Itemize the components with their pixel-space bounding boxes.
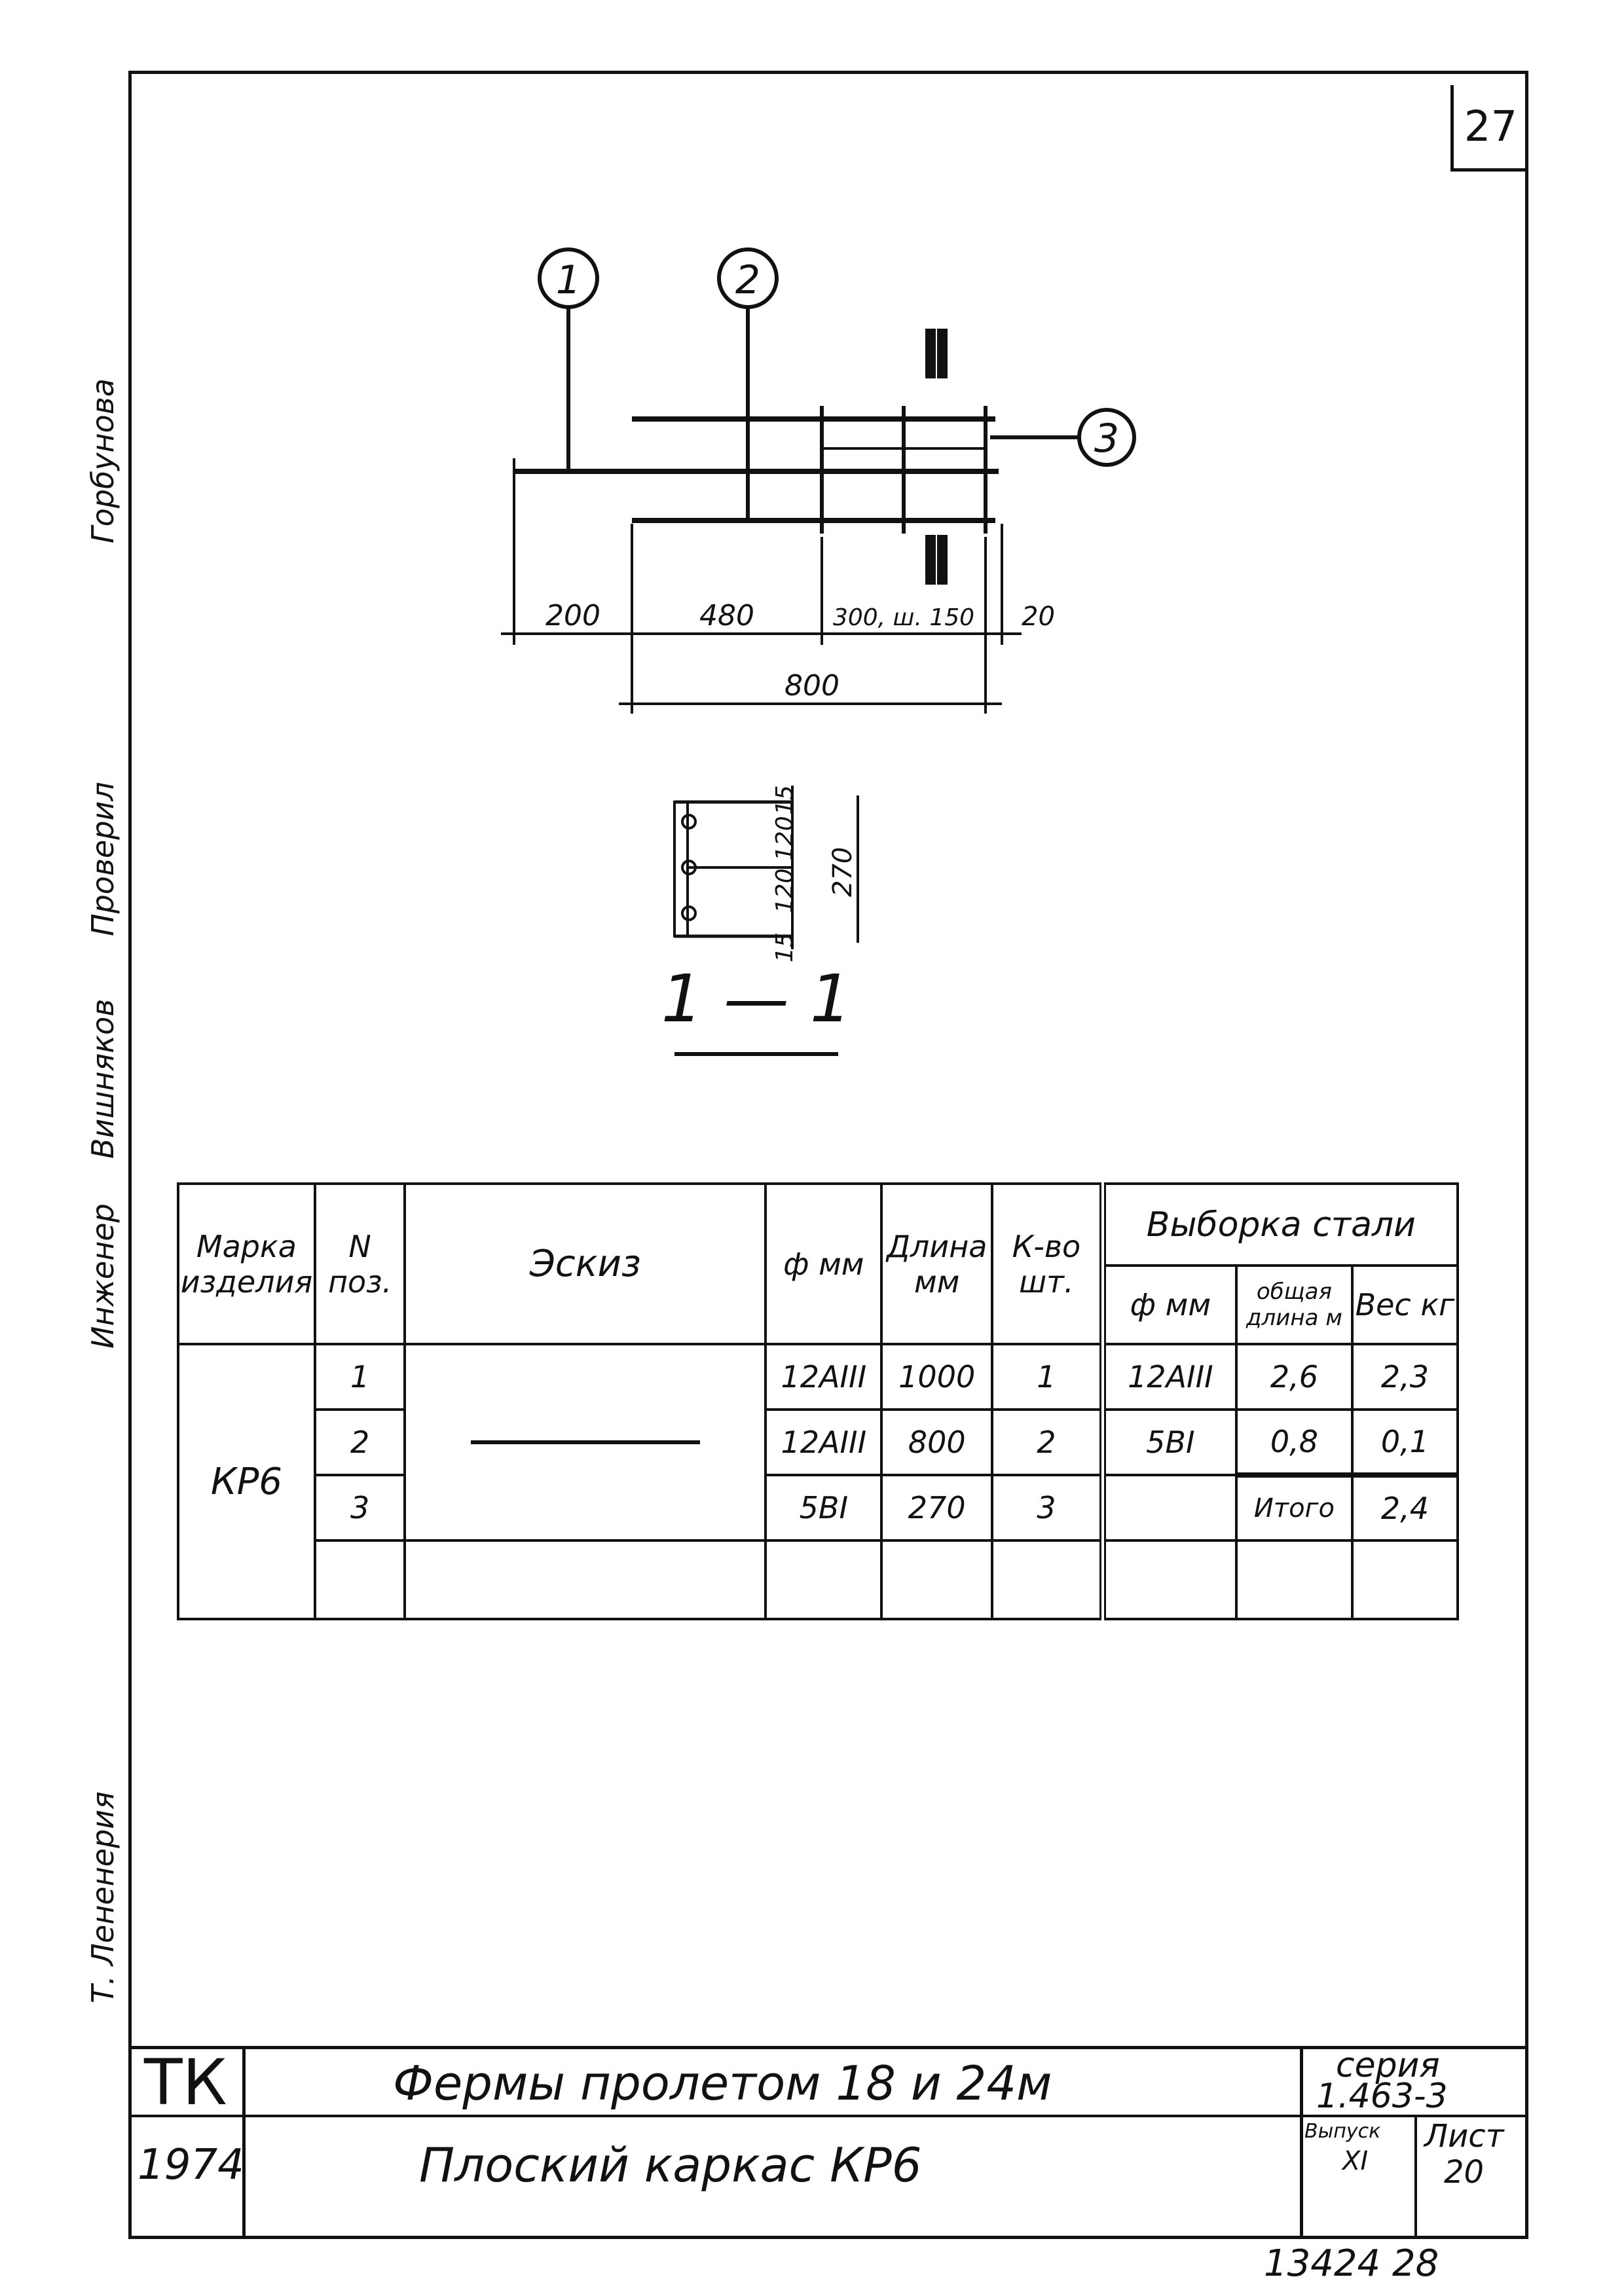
tb-series-label: серия [1336,2046,1440,2085]
cell-sw-2: 0,1 [1350,1408,1460,1478]
cell-slen-empty [1234,1539,1354,1620]
dim-480: 480 [699,599,754,632]
cell-pos-1: 1 [313,1343,407,1411]
cell-slen-2: 0,8 [1234,1408,1354,1478]
cell-length-empty [880,1539,993,1620]
tb-series: 1.463-3 [1316,2077,1448,2116]
cell-sdiam-empty [1101,1539,1238,1620]
cell-sw-1: 2,3 [1350,1343,1460,1411]
cell-length-2: 800 [880,1408,993,1476]
section-dim-15b: 15 [771,932,798,962]
cell-sketch [403,1343,767,1542]
page-number: 27 [1450,85,1528,172]
tb-issue: XI [1342,2146,1369,2176]
cell-total-value: 2,4 [1350,1474,1460,1542]
footer-number: 13424 28 [1264,2242,1439,2285]
cell-sdiam-3 [1101,1474,1238,1542]
sidebar-role-engineer: Инженер [85,1203,120,1349]
section-dim-15a: 15 [771,785,798,815]
header-length: Длина мм [880,1182,993,1345]
callout-1: 1 [556,257,581,303]
header-mark: Марка изделия [177,1182,316,1345]
drawing-svg: 1 2 3 200 480 300, ш. 150 20 800 1 — 1 1… [501,247,1136,1056]
dim-800: 800 [784,669,840,702]
signature-column: Инженер Вишняков Проверил Горбунова Т. Л… [79,378,128,2030]
cell-sw-empty [1350,1539,1460,1620]
drawing-frame [128,71,1528,2239]
tb-sheet: 20 [1444,2154,1485,2191]
tb-issue-label: Выпуск [1304,2120,1381,2143]
cell-diam-3: 5ВI [764,1474,883,1542]
cell-slen-1: 2,6 [1234,1343,1354,1411]
cell-count-1: 1 [990,1343,1106,1411]
cell-diam-1: 12АIII [764,1343,883,1411]
cell-diam-empty [764,1539,883,1620]
sketch-bar [470,1440,700,1444]
section-dim-120b: 120 [771,868,798,913]
cell-length-1: 1000 [880,1343,993,1411]
specification-table: Марка изделия N поз. Эскиз ф мм Длина мм… [177,1182,1460,1620]
section-title: 1 — 1 [661,960,852,1037]
header-count: К-во шт. [990,1182,1106,1345]
cell-count-3: 3 [990,1474,1106,1542]
header-steel: Выборка стали [1101,1182,1460,1267]
header-steel-diam: ф мм [1101,1264,1238,1345]
tb-title1: Фермы пролетом 18 и 24м [393,2056,1052,2111]
tb-org: ТК [144,2046,227,2119]
tb-sheet-label: Лист [1424,2118,1504,2155]
section-dim-120a: 120 [771,816,798,861]
cell-length-3: 270 [880,1474,993,1542]
cell-diam-2: 12АIII [764,1408,883,1476]
header-sketch: Эскиз [403,1182,767,1345]
header-steel-len: общая длина м [1234,1264,1354,1345]
sidebar-extra: Т. Лененерия [85,1791,120,2003]
cell-sdiam-2: 5ВI [1101,1408,1238,1476]
tb-title2: Плоский каркас КР6 [419,2138,922,2193]
cell-count-empty [990,1539,1106,1620]
cell-pos-2: 2 [313,1408,407,1476]
cell-count-2: 2 [990,1408,1106,1476]
dim-20: 20 [1022,602,1055,632]
cell-sdiam-1: 12АIII [1101,1343,1238,1411]
dim-300: 300, ш. 150 [833,604,974,631]
header-steel-weight: Вес кг [1350,1264,1460,1345]
cell-mark: КР6 [177,1343,316,1620]
cell-pos-empty [313,1539,407,1620]
header-diam: ф мм [764,1182,883,1345]
cell-sketch-empty [403,1539,767,1620]
section-dim-270: 270 [828,847,858,897]
tb-year: 1974 [138,2141,244,2189]
cell-pos-3: 3 [313,1474,407,1542]
callout-3: 3 [1094,416,1119,462]
header-pos: N поз. [313,1182,407,1345]
cell-total-label: Итого [1234,1474,1354,1542]
callout-2: 2 [735,257,760,303]
dim-200: 200 [545,599,600,632]
